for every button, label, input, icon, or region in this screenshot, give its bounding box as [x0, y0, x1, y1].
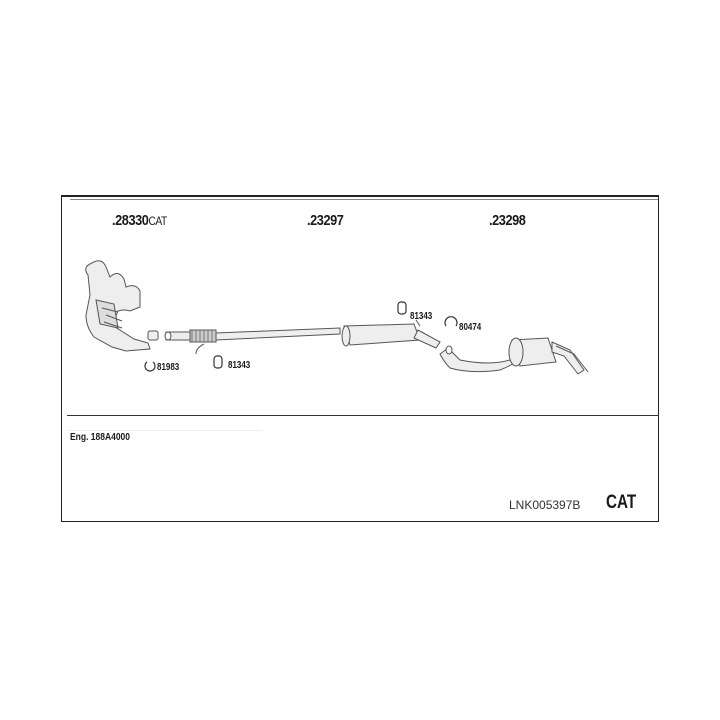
accessory-label: 80474 — [459, 322, 482, 333]
part-number: .28330 — [112, 212, 149, 229]
divider — [67, 415, 659, 416]
faint-divider — [67, 430, 262, 431]
middle-silencer-icon — [341, 319, 441, 349]
accessory-label: 81343 — [410, 311, 433, 322]
part-label-manifold: .28330CAT — [112, 212, 167, 229]
rubber-hanger-icon — [397, 301, 407, 315]
accessory-icons — [144, 301, 458, 372]
rear-silencer-icon — [439, 337, 589, 375]
cat-badge: CAT — [606, 492, 637, 513]
accessory-label: 81983 — [157, 362, 180, 373]
front-pipe-icon — [164, 327, 341, 355]
clamp-icon — [444, 316, 458, 327]
manifold-catalyst-icon — [85, 260, 159, 352]
part-label-front-pipe: .23297 — [307, 212, 344, 229]
part-label-rear-silencer: .23298 — [489, 212, 526, 229]
clamp-ring-icon — [144, 361, 156, 372]
rubber-hanger-icon — [213, 355, 223, 369]
kit-code: LNK005397B — [509, 498, 581, 512]
accessory-label: 81343 — [228, 360, 251, 371]
engine-code: Eng. 188A4000 — [70, 432, 131, 443]
part-number: .23297 — [307, 212, 344, 229]
diagram-frame — [61, 195, 659, 522]
part-number: .23298 — [489, 212, 526, 229]
part-suffix: CAT — [148, 214, 167, 228]
